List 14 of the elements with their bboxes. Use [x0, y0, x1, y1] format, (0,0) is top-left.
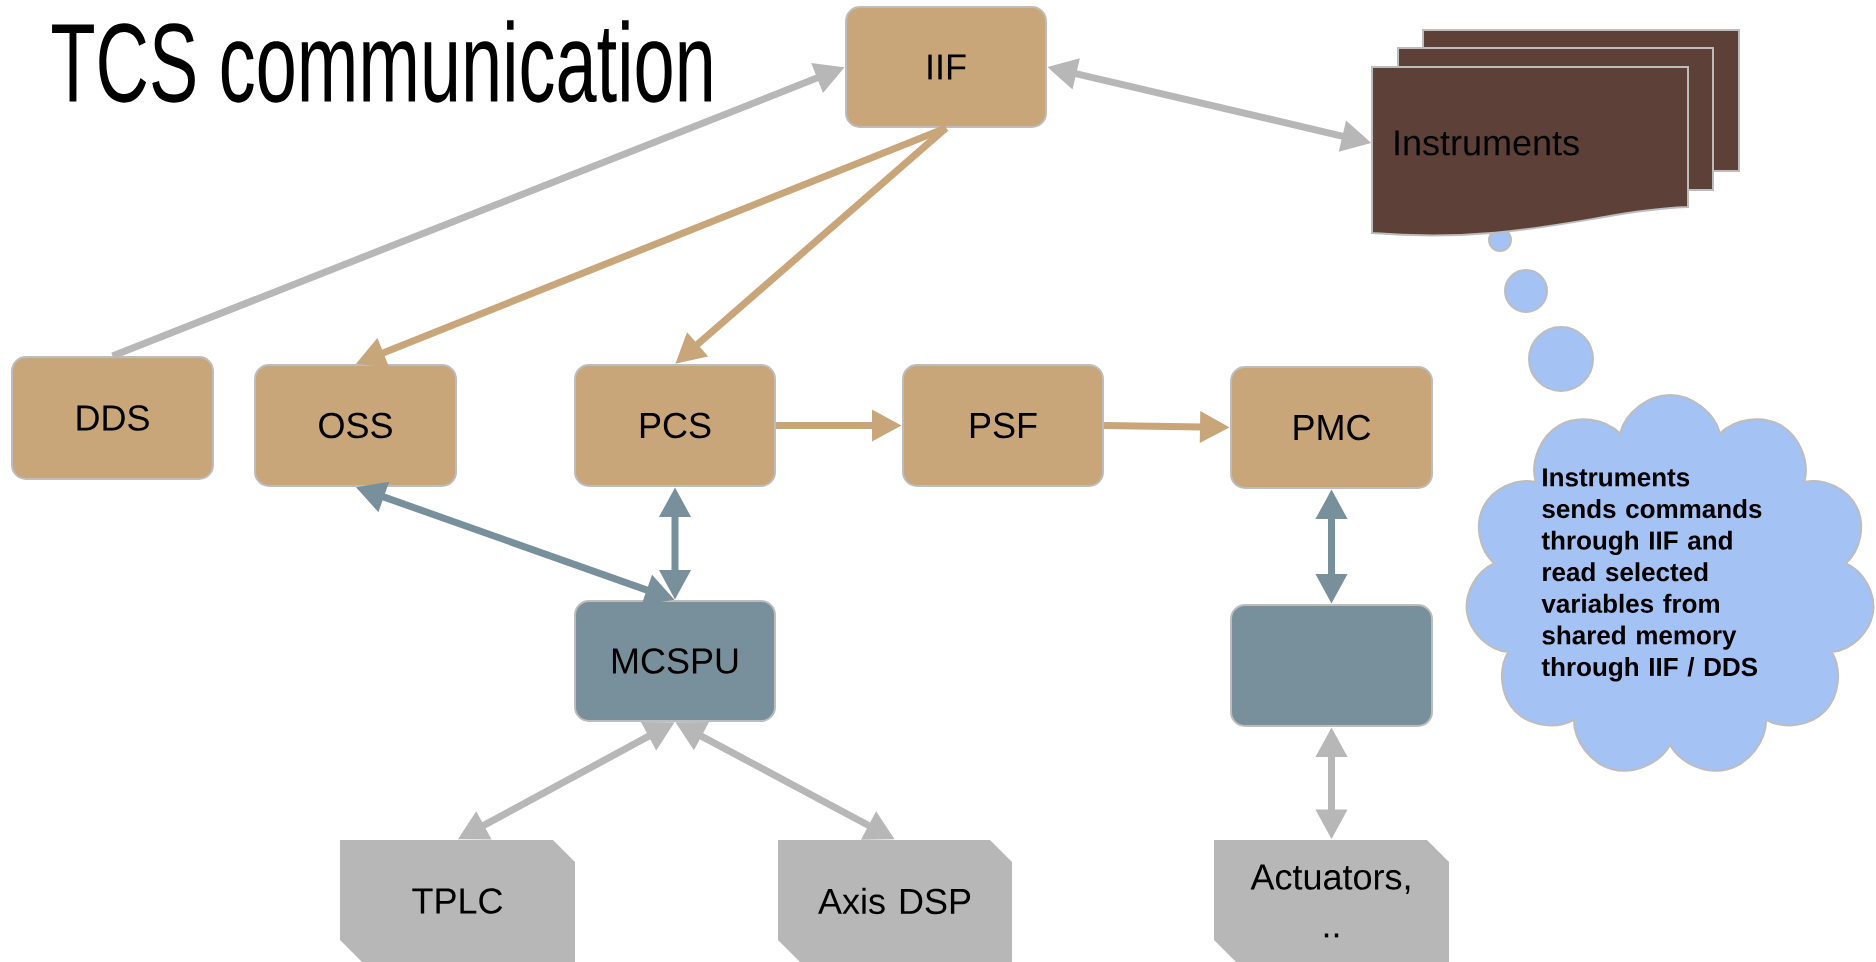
process-box: IIF — [845, 6, 1047, 128]
process-box: PCS — [574, 364, 776, 487]
card-box: Axis DSP — [778, 840, 1012, 962]
title: TCS communication — [52, 20, 711, 103]
process-box: PMC — [1230, 366, 1433, 489]
document-stack: Instruments — [1371, 29, 1740, 237]
process-box: DDS — [11, 356, 214, 480]
process-box: OSS — [254, 364, 457, 487]
process-box — [1230, 604, 1433, 727]
card-box: Actuators, .. — [1214, 840, 1449, 962]
thought-cloud: Instruments sends commands through IIF and read selected variables from shared memory through IIF / DDS — [1465, 394, 1875, 772]
card-box: TPLC — [340, 840, 575, 962]
process-box: MCSPU — [574, 600, 776, 722]
process-box: PSF — [902, 364, 1104, 487]
